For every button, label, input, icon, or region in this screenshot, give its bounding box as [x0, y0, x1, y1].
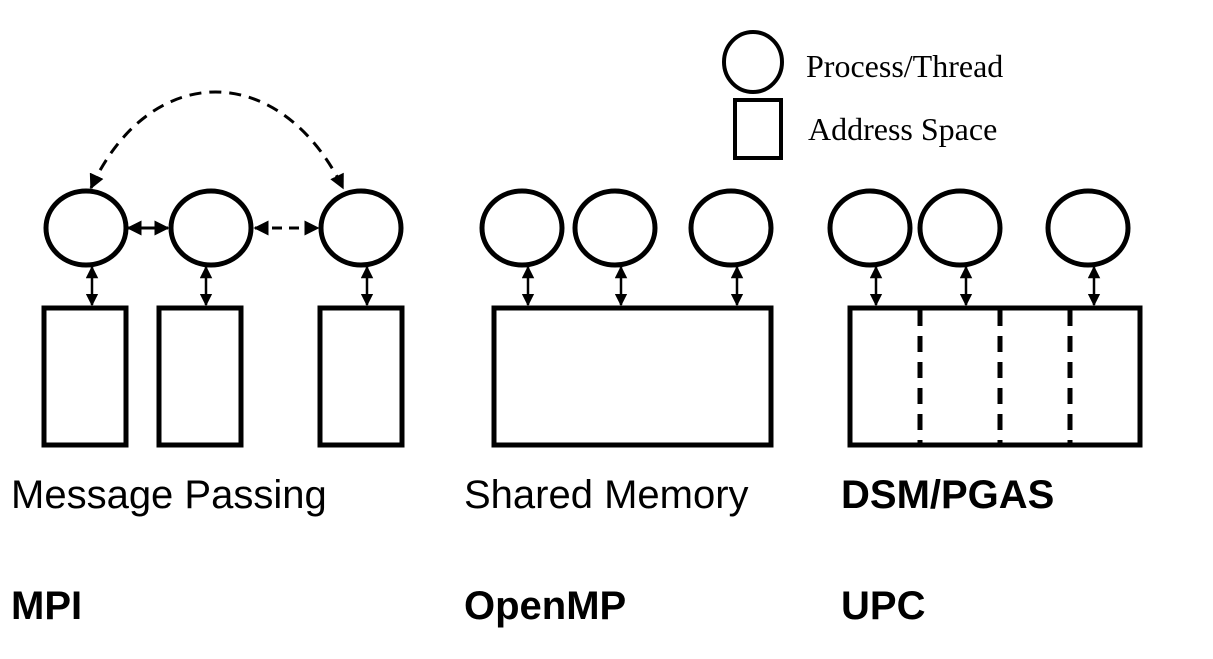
address-space-box: [317, 305, 405, 448]
process-node: [827, 188, 913, 268]
address-space-box: [156, 305, 244, 448]
shared-memory-diagram: [479, 188, 774, 448]
process-node: [917, 188, 1003, 268]
process-node: [572, 188, 658, 268]
process-node: [43, 188, 129, 268]
model-label-shared-memory: Shared Memory: [464, 473, 749, 517]
legend: Process/Thread Address Space: [722, 30, 1003, 160]
model-label-message-passing: Message Passing: [11, 473, 327, 517]
message-passing-diagram: [41, 90, 405, 448]
remote-message-arrow: [89, 90, 345, 190]
address-space-box: [41, 305, 129, 448]
legend-address-space-label: Address Space: [808, 111, 997, 147]
model-label-pgas: DSM/PGAS: [841, 473, 1055, 517]
shared-address-space-box: [491, 305, 774, 448]
legend-process-symbol: [722, 30, 784, 94]
implementation-label-upc: UPC: [841, 584, 926, 628]
implementation-label-mpi: MPI: [11, 584, 83, 628]
process-node: [318, 188, 404, 268]
process-node: [479, 188, 565, 268]
partitioned-address-space-box: [847, 305, 1143, 448]
legend-address-space-symbol: [733, 98, 783, 160]
implementation-label-openmp: OpenMP: [464, 584, 627, 628]
pgas-diagram: [827, 188, 1143, 448]
process-node: [688, 188, 774, 268]
legend-process-label: Process/Thread: [806, 48, 1003, 84]
process-node: [1045, 188, 1131, 268]
process-node: [168, 188, 254, 268]
